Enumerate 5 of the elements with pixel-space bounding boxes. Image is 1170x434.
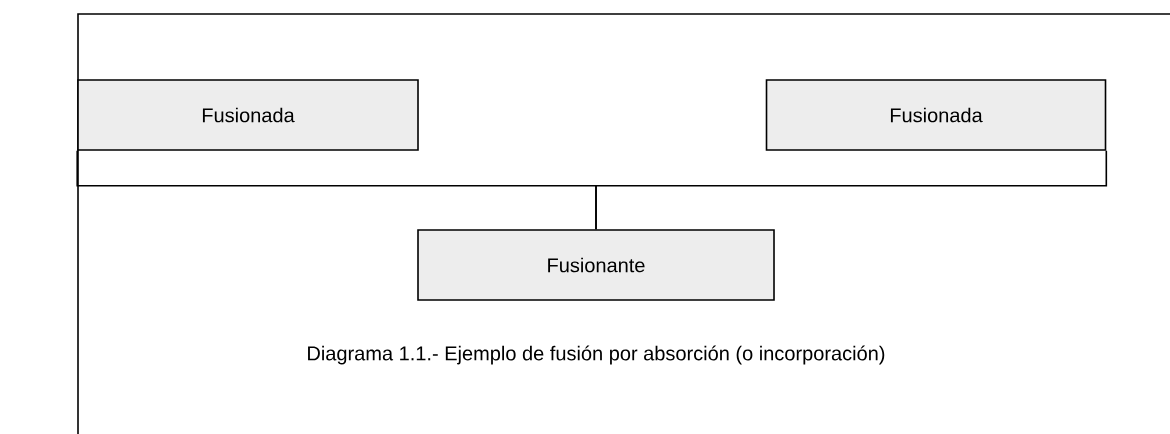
connector-line <box>595 150 1108 230</box>
company-box: Fusionada <box>77 79 419 151</box>
company-box: Fusionante <box>417 229 775 301</box>
caption: Diagrama 1.1.- Ejemplo de fusión por absorción (o incorporación) <box>308 345 885 365</box>
company-box: Fusionada <box>765 79 1107 151</box>
